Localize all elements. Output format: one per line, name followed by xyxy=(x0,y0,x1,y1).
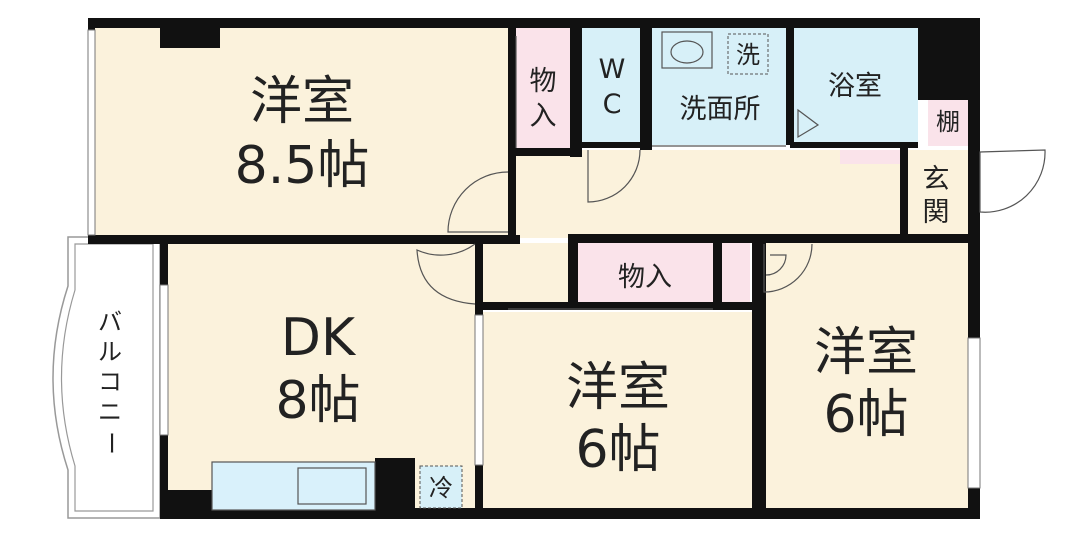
door-swing-wc[interactable] xyxy=(587,149,641,203)
entrance-floor xyxy=(905,150,970,235)
washroom-name: 洗面所 xyxy=(680,94,761,125)
balcony-inner-rail xyxy=(60,243,154,512)
window-room2 xyxy=(474,314,484,466)
dk-name: DK xyxy=(281,308,357,368)
entrance-mat xyxy=(840,150,900,164)
storage-2-floor xyxy=(578,243,713,305)
western-room-2-name: 洋室 xyxy=(566,358,670,418)
shelf-label: 棚 xyxy=(936,108,960,136)
storage-2-name: 物入 xyxy=(618,262,672,293)
storage-1-line2: 入 xyxy=(530,101,557,132)
balcony-char-3: コ xyxy=(98,368,122,396)
fridge-space xyxy=(419,465,463,509)
bath-name: 浴室 xyxy=(828,71,882,102)
entrance-line1: 玄 xyxy=(923,164,950,195)
door-swing-western1[interactable] xyxy=(447,171,509,233)
window-west xyxy=(87,29,96,236)
wc-floor xyxy=(582,27,644,145)
entrance-line2: 関 xyxy=(923,197,950,228)
balcony-char-2: ル xyxy=(98,338,122,366)
storage-1-floor xyxy=(512,27,574,157)
shelf-floor xyxy=(928,98,968,146)
door-swing-room3[interactable] xyxy=(765,254,787,276)
washbasin-bowl xyxy=(670,40,704,64)
fridge-label: 冷 xyxy=(429,474,453,502)
storage-1-line1: 物 xyxy=(530,66,557,97)
western-room-1-name: 洋室 xyxy=(250,72,354,132)
kitchen-sink xyxy=(297,467,367,505)
wc-line1: W xyxy=(599,54,626,85)
hall-lower-floor xyxy=(475,243,570,309)
western-room-3-name: 洋室 xyxy=(814,323,918,383)
washer-label: 洗 xyxy=(736,41,760,69)
balcony-char-5: ー xyxy=(97,431,125,455)
western-room-1-size: 8.5帖 xyxy=(235,136,370,196)
door-swing-entrance[interactable] xyxy=(979,149,1046,213)
western-room-2-size: 6帖 xyxy=(575,420,660,480)
balcony-char-1: バ xyxy=(98,308,122,336)
balcony-outline xyxy=(52,236,161,519)
western-room-1-floor xyxy=(94,27,512,237)
western-room-3-floor xyxy=(762,243,970,513)
closet-small-floor xyxy=(722,243,750,305)
western-room-2-floor xyxy=(480,312,755,512)
balcony-char-4: ニ xyxy=(98,398,122,426)
bath-floor xyxy=(794,27,918,145)
bath-door-arrow xyxy=(797,108,820,139)
western-room-3-size: 6帖 xyxy=(823,385,908,445)
door-swing-closet[interactable] xyxy=(763,243,813,293)
door-swing-dk[interactable] xyxy=(416,243,476,305)
dk-size: 8帖 xyxy=(275,371,360,431)
wc-line2: C xyxy=(603,89,622,120)
washer-space xyxy=(727,33,769,75)
window-balcony xyxy=(159,284,169,436)
window-east xyxy=(967,337,981,489)
washbasin xyxy=(661,31,713,69)
